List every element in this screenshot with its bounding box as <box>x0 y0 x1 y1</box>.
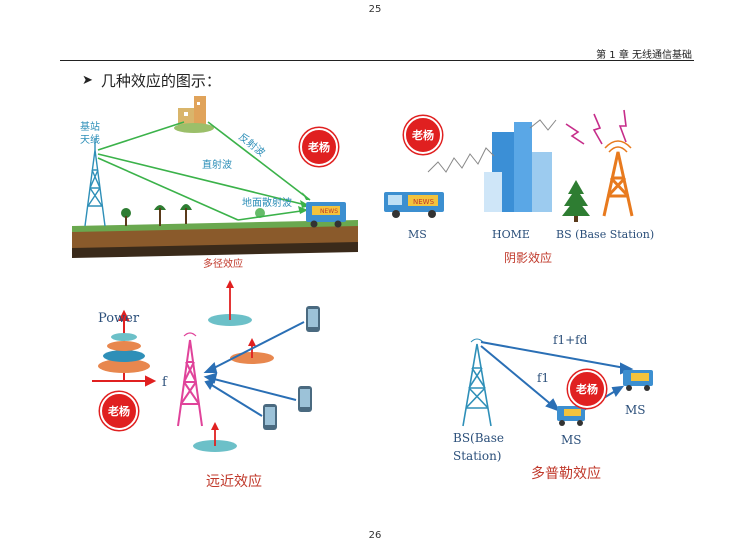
direct-wave-label: 直射波 <box>202 158 232 171</box>
watermark-stamp: 老杨 <box>404 116 442 154</box>
header-rule <box>60 60 694 61</box>
near-far-caption: 远近效应 <box>206 473 262 490</box>
shadow-diagram: NEWS MS HOME BS (Base Station) 阴影效应 <box>384 109 654 265</box>
truck-news-text: NEWS <box>320 208 338 215</box>
ms-news-truck-icon <box>384 192 444 218</box>
ms-truck-bottom-icon <box>557 406 585 426</box>
signal-bolts-icon <box>565 109 627 145</box>
doppler-ms-bottom-label: MS <box>561 433 582 447</box>
news-truck-icon <box>306 202 346 228</box>
doppler-ms-top-label: MS <box>625 403 646 417</box>
reflected-wave-label: 反射波 <box>236 130 268 159</box>
tx-label-line1: 基站 <box>80 120 100 133</box>
phone-icon-3 <box>263 404 277 430</box>
bs-tower-icon <box>602 140 634 217</box>
phone-icon-1 <box>306 306 320 332</box>
doppler-caption: 多普勒效应 <box>531 465 601 482</box>
buildings-icon <box>174 96 214 133</box>
page-number-top: 25 <box>368 4 382 15</box>
power-label: Power <box>98 311 140 326</box>
page-number-bottom: 26 <box>368 530 382 541</box>
shadow-home-label: HOME <box>492 228 530 241</box>
doppler-f1-label: f1 <box>537 371 549 385</box>
power-spectrum-stack <box>98 333 150 373</box>
multipath-diagram: NEWS 基站 天线 反射波 直射波 地面散射波 多径效应 <box>72 96 358 270</box>
shadow-truck-news-text: NEWS <box>413 198 435 206</box>
multipath-arrows <box>97 121 311 221</box>
near-far-diagram: Power f 远近效应 <box>92 280 320 490</box>
trees-icon <box>121 204 265 226</box>
multipath-caption: 多径效应 <box>203 257 243 270</box>
home-buildings-icon <box>484 122 552 212</box>
ground-grass <box>72 220 358 232</box>
doppler-diagram: f1+fd f1 MS MS BS(Base Station) 多普勒效应 <box>453 333 653 482</box>
shadow-bs-label: BS (Base Station) <box>556 228 654 241</box>
watermark-stamp: 老杨 <box>100 392 138 430</box>
near-far-arrows <box>203 321 305 417</box>
pink-tower-icon <box>177 332 203 427</box>
ground-dark <box>72 242 358 258</box>
shadow-caption: 阴影效应 <box>504 250 552 265</box>
ground-scatter-label: 地面散射波 <box>242 196 292 209</box>
shadow-ms-label: MS <box>408 228 427 241</box>
doppler-bs-line2: Station) <box>453 449 502 463</box>
doppler-tower-icon <box>462 338 492 427</box>
base-station-tower-icon <box>84 138 106 227</box>
bullet-arrow-icon: ➤ <box>82 73 93 88</box>
freq-label: f <box>162 375 168 390</box>
doppler-bs-line1: BS(Base <box>453 431 504 445</box>
doppler-arrows <box>480 341 634 415</box>
bullet-text: 几种效应的图示： <box>100 72 221 90</box>
pine-tree-icon <box>562 180 590 222</box>
chapter-header: 第 1 章 无线通信基础 <box>596 50 692 61</box>
watermark-stamp: 老杨 <box>568 370 606 408</box>
tx-label-line2: 天线 <box>80 133 100 146</box>
signal-wave <box>427 147 495 173</box>
doppler-f1fd-label: f1+fd <box>553 333 588 347</box>
ms-truck-top-icon <box>623 370 653 391</box>
phone-icon-2 <box>298 386 312 412</box>
watermark-stamp: 老杨 <box>300 128 338 166</box>
bullet-heading: ➤ 几种效应的图示： <box>82 70 221 91</box>
